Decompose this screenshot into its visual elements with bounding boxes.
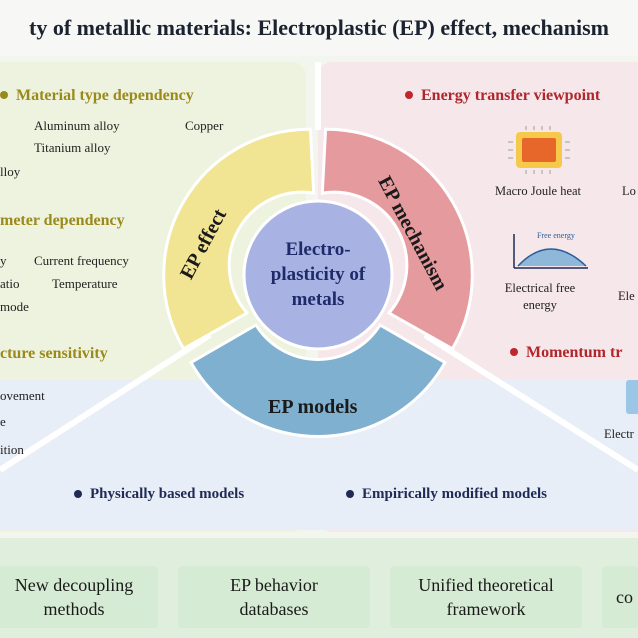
center-label: Electro- plasticity of metals <box>270 239 366 310</box>
energy-transfer-title: Energy transfer viewpoint <box>405 87 600 105</box>
future-box-partial: co <box>602 566 638 628</box>
ring-diagram <box>0 62 638 473</box>
empirical-models-item: Empirically modified models <box>346 486 547 503</box>
page-title: ty of metallic materials: Electroplastic… <box>0 0 638 56</box>
bullet-icon <box>510 348 518 357</box>
free-energy-small-label: Free energy <box>537 231 575 240</box>
free-energy-curve-icon <box>513 234 588 269</box>
parameter-item-partial-2: atio <box>0 276 20 291</box>
momentum-transfer-title: Momentum tr <box>510 344 622 362</box>
segment-effect-shape <box>162 127 316 351</box>
bullet-icon <box>346 489 354 498</box>
electr-partial-label: Electr <box>604 427 634 441</box>
center-circle <box>242 199 394 351</box>
structure-sensitivity-title: cture sensitivity <box>0 345 108 362</box>
bullet-icon <box>0 91 8 100</box>
segment-models-label: EP models <box>268 396 358 418</box>
material-type-title: Material type dependency <box>0 87 194 105</box>
material-item-copper: Copper <box>185 118 224 133</box>
material-item-alloy-partial: lloy <box>0 164 21 179</box>
lo-partial-label: Lo <box>622 184 636 198</box>
segment-models-shape <box>188 322 448 438</box>
divider-right <box>423 332 638 473</box>
divider-left <box>0 332 212 473</box>
segment-mechanism-shape <box>320 127 474 351</box>
bullet-icon <box>74 489 82 498</box>
momentum-icon <box>626 380 638 414</box>
parameter-item-partial-1: y <box>0 253 7 268</box>
structure-item-3: ition <box>0 442 24 457</box>
joule-heat-icon <box>508 126 570 174</box>
physical-models-item: Physically based models <box>74 486 244 503</box>
bullet-icon <box>405 91 413 100</box>
material-item-titanium: Titanium alloy <box>34 140 111 155</box>
parameter-item-partial-3: mode <box>0 299 29 314</box>
structure-item-1: ovement <box>0 388 45 403</box>
parameter-item-temperature: Temperature <box>52 276 118 291</box>
macro-joule-label: Macro Joule heat <box>494 184 582 198</box>
ele-partial-label: Ele <box>618 289 635 303</box>
parameter-dependency-title: meter dependency <box>0 212 125 229</box>
structure-item-2: e <box>0 414 6 429</box>
electrical-free-energy-label: Electrical free energy <box>504 281 576 312</box>
parameter-item-frequency: Current frequency <box>34 253 129 268</box>
material-item-aluminum: Aluminum alloy <box>34 118 120 133</box>
